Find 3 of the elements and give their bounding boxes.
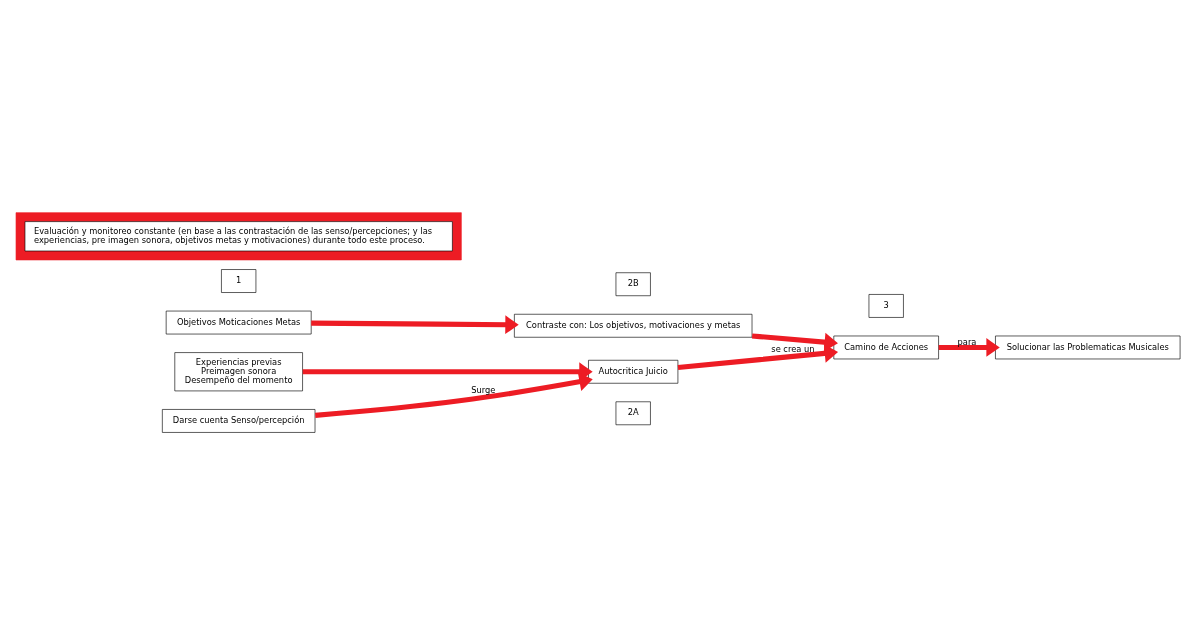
edge-label: se crea un <box>771 344 815 355</box>
edge-label: Surge <box>471 385 496 396</box>
edge-label: para <box>957 337 977 348</box>
